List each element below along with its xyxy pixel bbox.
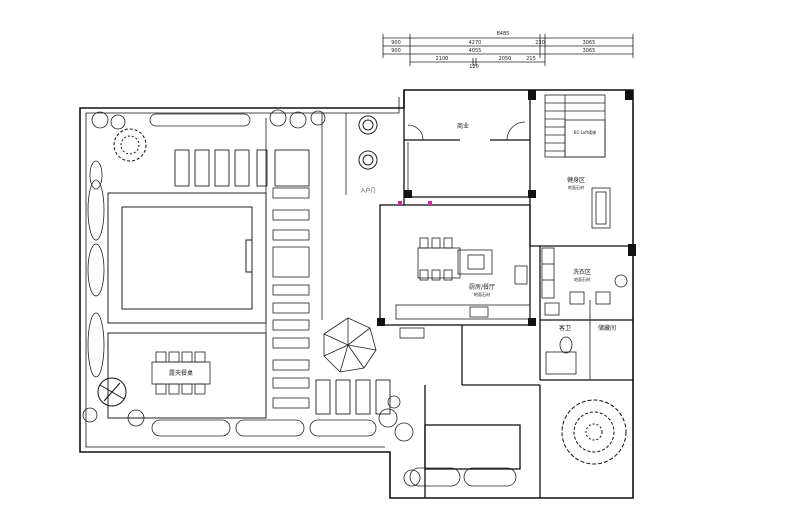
dim-row1-b: 4270 [469, 40, 482, 46]
shrub-cluster [82, 395, 421, 487]
gym-sub-label: 地面石材 [568, 184, 584, 190]
outdoor-dining-label: 露天餐桌 [169, 369, 193, 377]
kitchen-counter [395, 265, 531, 339]
laundry-fixtures [541, 247, 628, 305]
dining-table [417, 237, 493, 281]
hedge-left [87, 160, 105, 378]
garden-chairs [358, 115, 378, 170]
kitchen-sub-label: 地面石材 [474, 291, 490, 297]
front-door-label: 入户门 [360, 187, 375, 194]
guest-wc-label: 客卫 [559, 324, 571, 332]
tea-room-label: 商业 [457, 122, 469, 130]
storage-label: 储藏间 [598, 324, 616, 332]
bottom-loungers [315, 379, 391, 415]
building-walls [379, 90, 633, 498]
staircase [544, 94, 606, 158]
deck-planks [272, 187, 310, 409]
hedge-bottom [151, 419, 517, 487]
dimension-chain [382, 34, 634, 66]
gym-label: 健身区 [567, 176, 585, 184]
sun-loungers [174, 149, 310, 187]
dim-row3-b: 120 [469, 64, 479, 70]
dim-row2-c: 215 [526, 56, 536, 62]
dim-row1-c: 230 [535, 40, 545, 46]
stair-label: B1-Loft楼梯 [574, 129, 596, 135]
wall-columns [377, 90, 636, 326]
door-accents [398, 201, 432, 205]
dim-row2-a: 900 [391, 48, 401, 54]
dim-total: 8485 [497, 31, 510, 37]
outdoor-dining-zone [107, 332, 267, 419]
walkway [321, 113, 347, 320]
outdoor-dining-table [151, 351, 211, 395]
pool [107, 192, 267, 324]
wc-fixtures [544, 300, 591, 380]
dim-row2-b: 4055 [469, 48, 482, 54]
tea-room-doors [407, 121, 526, 195]
kitchen-label: 厨房/餐厅 [469, 283, 495, 291]
umbrella-icon [323, 317, 377, 373]
laundry-label: 洗衣区 [573, 268, 591, 276]
dim-row3-a: 2100 [436, 56, 449, 62]
dim-row3-c: 2050 [499, 56, 512, 62]
treadmill-icon [591, 187, 611, 229]
laundry-sub-label: 地面石材 [574, 276, 590, 282]
dim-row2-d: 3065 [583, 48, 596, 54]
dim-row1-a: 900 [391, 40, 401, 46]
dim-row1-d: 3065 [583, 40, 596, 46]
hedge-top [91, 109, 326, 130]
tree-icon [97, 128, 627, 465]
